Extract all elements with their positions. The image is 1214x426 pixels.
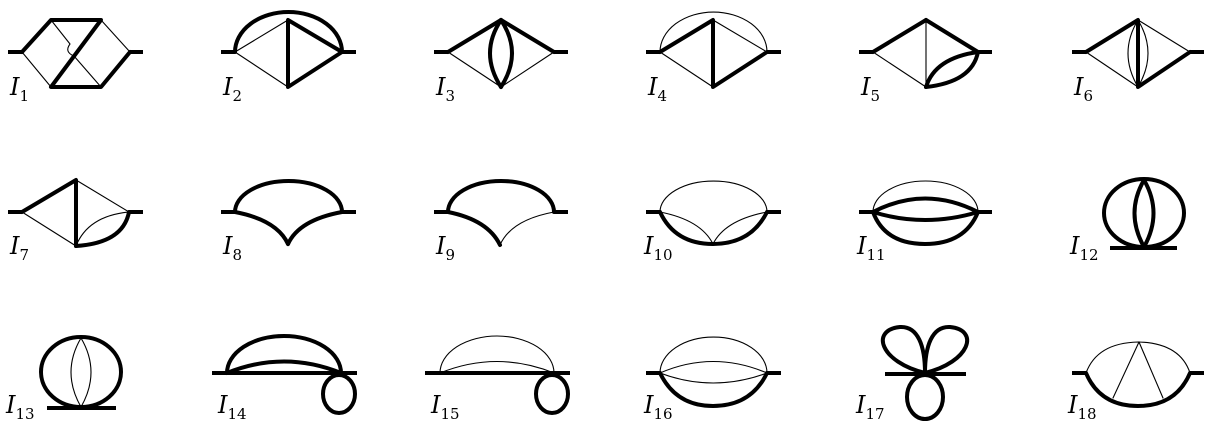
diagram-i14: I14 — [212, 334, 357, 423]
diagram-i1: I1 — [8, 18, 143, 105]
diagram-label-i4: I4 — [647, 73, 667, 105]
diagram-i5: I5 — [859, 18, 992, 105]
diagram-label-i14: I14 — [217, 391, 247, 423]
diagram-label-i18: I18 — [1067, 391, 1097, 423]
diagram-label-i11: I11 — [856, 232, 886, 264]
diagram-label-i17: I17 — [855, 391, 885, 423]
diagram-i10: I10 — [643, 180, 781, 264]
diagram-label-i8: I8 — [222, 232, 242, 264]
diagram-i3: I3 — [434, 18, 568, 105]
diagram-i2: I2 — [221, 10, 356, 105]
diagram-i11: I11 — [856, 180, 992, 264]
diagram-label-i16: I16 — [643, 391, 673, 423]
diagram-i12: I12 — [1069, 177, 1186, 264]
diagram-label-i9: I9 — [435, 232, 455, 264]
diagram-i8: I8 — [221, 179, 356, 264]
diagram-i13: I13 — [5, 335, 123, 423]
diagram-i16: I16 — [643, 336, 781, 423]
diagram-i17: I17 — [855, 325, 970, 423]
diagram-label-i10: I10 — [643, 232, 673, 264]
diagram-label-i7: I7 — [9, 232, 29, 264]
diagram-i15: I15 — [425, 335, 570, 423]
diagram-label-i5: I5 — [860, 73, 880, 105]
diagram-i6: I6 — [1072, 18, 1204, 105]
diagram-i4: I4 — [646, 11, 781, 105]
diagram-label-i12: I12 — [1069, 232, 1099, 264]
diagram-i9: I9 — [434, 179, 568, 264]
diagram-label-i13: I13 — [5, 391, 35, 423]
diagram-i18: I18 — [1067, 341, 1204, 423]
diagram-label-i1: I1 — [9, 73, 29, 105]
diagram-label-i2: I2 — [222, 73, 242, 105]
diagram-label-i6: I6 — [1073, 73, 1093, 105]
diagram-label-i3: I3 — [435, 73, 455, 105]
diagram-label-i15: I15 — [430, 391, 460, 423]
diagram-i7: I7 — [8, 178, 143, 264]
